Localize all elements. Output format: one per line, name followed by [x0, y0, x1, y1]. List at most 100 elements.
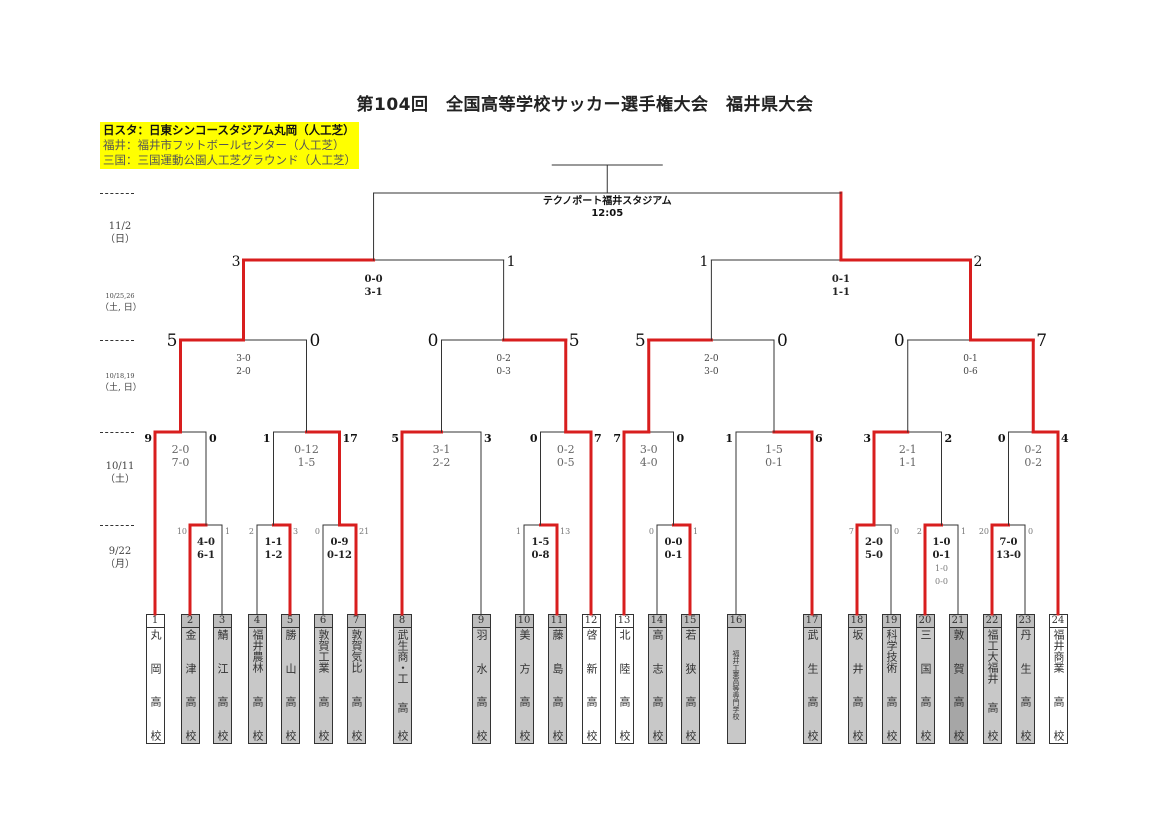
team-name-part: 敦賀気比 [350, 629, 363, 673]
team-name-part: 高 [251, 696, 264, 707]
team-number: 17 [803, 615, 821, 628]
page-title: 第104回 全国高等学校サッカー選手権大会 福井県大会 [356, 95, 814, 115]
score-left: 5 [391, 432, 399, 445]
weekday: （土, 日） [100, 383, 142, 393]
score-left: 10 [177, 527, 187, 536]
legend-item-mikuni: 三国：三国運動公園人工芝グラウンド（人工芝） [103, 153, 356, 167]
team-number: 11 [548, 615, 566, 628]
half-score: 0-1 [963, 354, 978, 364]
half-score: 0-9 [330, 537, 348, 548]
team-number: 4 [248, 615, 266, 628]
score-left: 2 [249, 527, 254, 536]
team-name: 美方高校 [516, 629, 533, 741]
team-number: 15 [681, 615, 699, 628]
team-name: 福井商業高校 [1050, 629, 1067, 741]
team-name: 高志高校 [649, 629, 666, 741]
half-score: 1-5 [298, 456, 316, 469]
weekday: （月） [105, 559, 135, 570]
team-name-part: 福井農林 [251, 629, 264, 673]
score-right: 1 [507, 254, 516, 270]
team-number: 7 [347, 615, 365, 628]
team-name-part: 校 [919, 729, 932, 741]
score-left: 1 [516, 527, 521, 536]
weekday: （土） [105, 474, 135, 485]
team-name-part: 美 [518, 629, 531, 640]
half-score: 1-1 [264, 537, 282, 548]
round-divider [100, 432, 134, 433]
team-name-part: 島 [551, 662, 564, 674]
half-score: 2-2 [433, 456, 451, 469]
score-left: 0 [530, 432, 538, 445]
half-score: 0-1 [832, 274, 850, 285]
team-number: 20 [916, 615, 934, 628]
team-name-part: 校 [651, 729, 664, 741]
team-name: 福井工業高等専門学校 [728, 629, 745, 741]
team-name: 金津高校 [182, 629, 199, 741]
team-name-part: 校 [184, 729, 197, 741]
half-score: 1-0 [935, 564, 948, 573]
team-name: 科学技術高校 [883, 629, 900, 741]
half-score: 13-0 [996, 550, 1021, 561]
score-right: 1 [961, 527, 966, 536]
team-name-part: 校 [149, 729, 162, 741]
team-number: 9 [472, 615, 490, 628]
half-score: 0-0 [935, 577, 948, 586]
team-name-part: 校 [551, 729, 564, 741]
team-name-part: 高 [952, 696, 965, 708]
team-number: 13 [615, 615, 633, 628]
team-name-part: 高 [475, 696, 488, 708]
round-divider [100, 525, 134, 526]
half-score: 0-0 [664, 537, 682, 548]
team-name-part: 高 [851, 696, 864, 708]
team-name-part: 水 [475, 662, 488, 674]
half-score: 1-0 [932, 537, 950, 548]
half-score: 1-5 [531, 537, 549, 548]
score-right: 5 [569, 331, 580, 351]
half-score: 0-1 [664, 550, 682, 561]
team-name-part: 山 [284, 662, 297, 674]
half-score: 0-2 [496, 354, 511, 364]
team-name-part: 校 [350, 730, 363, 741]
score-left: 3 [863, 432, 871, 445]
half-score: 1-2 [264, 550, 282, 561]
score-left: 9 [144, 432, 152, 445]
score-right: 2 [945, 432, 953, 445]
final-time: 12:05 [591, 208, 623, 219]
team-name-part: 高 [618, 696, 631, 708]
score-right: 3 [484, 432, 492, 445]
score-right: 1 [225, 527, 230, 536]
team-name-part: 校 [396, 730, 409, 741]
team-name-part: 岡 [149, 662, 162, 674]
team-name-part: 北 [618, 629, 631, 640]
date: 11/2 [108, 221, 132, 232]
team-name-part: 高 [184, 696, 197, 708]
score-right: 21 [359, 527, 369, 536]
score-left: 0 [315, 527, 320, 536]
team-name-part: 敦 [952, 629, 965, 640]
half-score: 3-1 [365, 287, 383, 298]
team-name-part: 校 [317, 730, 330, 741]
team-name-part: 校 [1019, 729, 1032, 741]
half-score: 2-0 [172, 443, 190, 456]
score-left: 0 [428, 331, 439, 351]
team-name-part: 校 [284, 729, 297, 741]
half-score: 0-6 [963, 367, 978, 377]
date: 10/18,19 [105, 372, 135, 380]
half-score: 0-12 [294, 443, 319, 456]
team-number: 23 [1016, 615, 1034, 628]
team-name: 啓新高校 [583, 629, 600, 741]
team-number: 19 [882, 615, 900, 628]
team-name-part: 敦賀工業 [317, 629, 330, 673]
team-number: 3 [213, 615, 231, 628]
